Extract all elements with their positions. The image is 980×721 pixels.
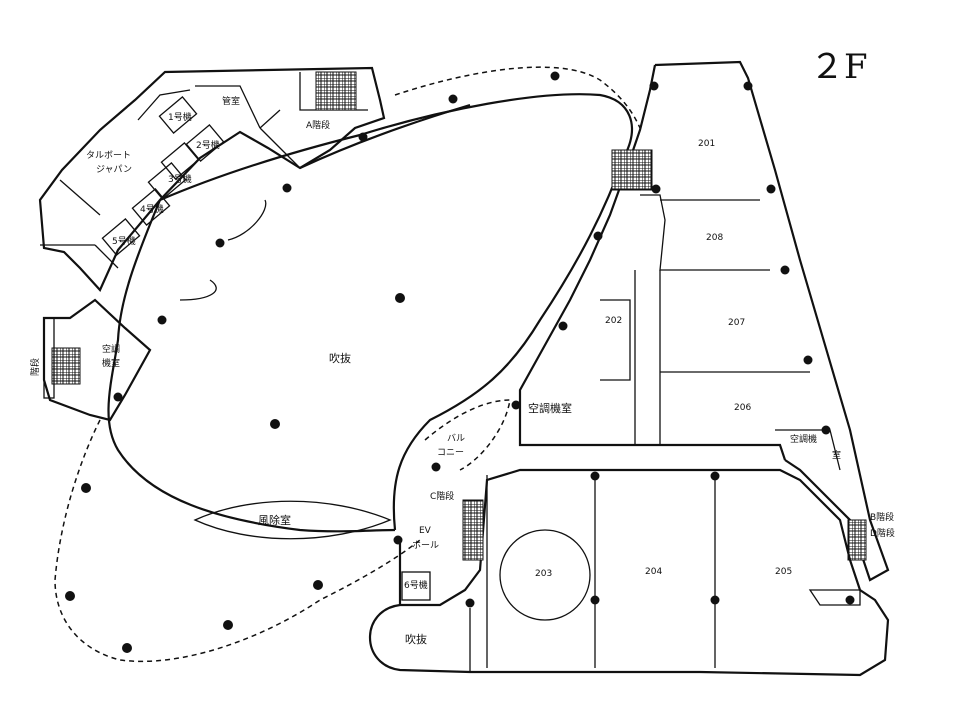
stair-a-label: A階段 (306, 119, 330, 131)
room-201-label: 201 (698, 139, 715, 149)
ac-room-center-label: 空調機室 (528, 401, 572, 415)
ac-room-left-label-2: 機室 (102, 357, 120, 369)
room-208-label: 208 (706, 233, 723, 243)
floor-label: ２F (810, 47, 868, 87)
west-wing (38, 66, 386, 422)
room-204-label: 204 (645, 567, 662, 577)
ev-hall-label-1: EV (419, 526, 432, 536)
balcony-label-2: コニー (437, 448, 464, 458)
stair-b-label-1: B階段 (870, 511, 894, 523)
stair-c-label: C階段 (430, 490, 454, 502)
elevator-2-label: 2号機 (196, 139, 220, 151)
room-205-label: 205 (775, 567, 792, 577)
east-wing (518, 60, 890, 582)
talbot-japan-label-1: タルボート (86, 150, 131, 161)
elevator-1-label: 1号機 (168, 111, 192, 123)
ventilation-room-label: 風除室 (258, 513, 291, 527)
central-atrium (54, 66, 641, 663)
room-202-label: 202 (605, 316, 622, 326)
atrium-small-label: 吹抜 (405, 632, 427, 646)
elevator-3-label: 3号機 (168, 173, 192, 185)
ac-room-left-label-1: 空調 (102, 343, 120, 355)
stair-b-label-2: D階段 (870, 527, 895, 539)
management-room-label: 管室 (222, 95, 240, 107)
elevator-6-label: 6号機 (404, 579, 428, 591)
atrium-main-label: 吹抜 (329, 351, 351, 365)
room-206-label: 206 (734, 403, 751, 413)
ac-room-right-label-2: 室 (832, 449, 841, 461)
ev-hall-label-2: ホール (412, 540, 439, 551)
stair-e-label: 階段 (29, 358, 41, 376)
south-wing (368, 468, 890, 677)
elevator-5-label: 5号機 (112, 235, 136, 247)
elevator-4-label: 4号機 (140, 203, 164, 215)
balcony-label-1: バル (447, 433, 465, 444)
ac-room-right-label-1: 空調機 (790, 433, 817, 445)
room-203-label: 203 (535, 569, 552, 579)
room-207-label: 207 (728, 318, 745, 328)
talbot-japan-label-2: ジャパン (96, 164, 132, 175)
